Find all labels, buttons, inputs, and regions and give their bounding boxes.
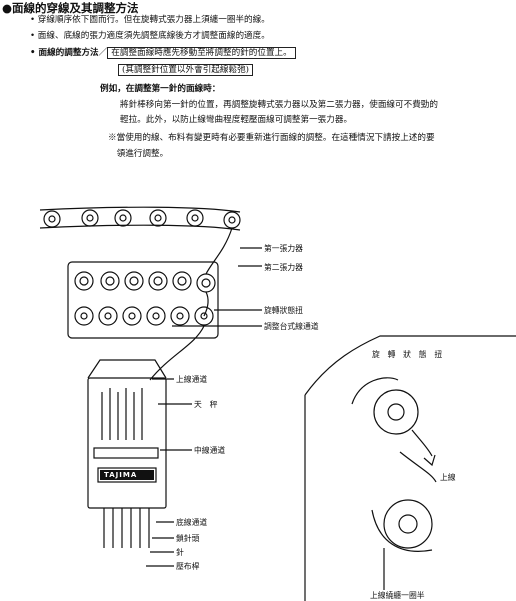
- label-adjust-guide: 調整台式線通道: [264, 322, 319, 331]
- brand-plate: [100, 470, 154, 480]
- needle-bars: [103, 508, 150, 548]
- take-up-levers: [101, 388, 143, 440]
- brand-text: TAJIMA: [104, 471, 138, 479]
- rotary-tensioner-row: [74, 306, 214, 326]
- detail-wind-note: 上線繞纏一圈半: [370, 591, 425, 600]
- remark-line-2: 領進行調整。: [108, 149, 169, 159]
- label-take-up: 天 秤: [194, 400, 218, 409]
- section-title: ●面線的穿線及其調整方法: [2, 1, 139, 15]
- bullet-tension-order: • 面線、底線的張力適度須先調整底線後方才調整面線的適度。: [30, 31, 270, 41]
- top-tensioner-row: [43, 209, 241, 229]
- example-line-2: 輕拉。此外，以防止線彎曲程度輕壓面線可調整第一張力器。: [120, 115, 353, 125]
- remark-line-1: ※當使用的線、布料有變更時有必要重新進行面線的調整。在這種情況下請按上述的要: [108, 133, 435, 143]
- middle-tensioner-row: [74, 271, 216, 293]
- detail-upper-thread: 上線: [440, 473, 456, 482]
- method-label: • 面線的調整方法: [30, 48, 99, 58]
- label-needle-bar: 鎖針頭: [176, 534, 200, 543]
- label-presser: 壓布桿: [176, 562, 200, 571]
- bullet-threading-order: • 穿線順序依下圖而行。但在旋轉式張力器上須纏一圈半的線。: [30, 15, 270, 25]
- label-first-tensioner: 第一張力器: [264, 244, 303, 253]
- label-middle-guide: 中線通道: [194, 446, 226, 455]
- label-rotary-tensioner: 旋轉狀態扭: [264, 306, 303, 315]
- label-bottom-guide: 底線通道: [176, 518, 208, 527]
- label-upper-guide: 上線通道: [176, 375, 208, 384]
- method-note: (其調整針位置以外會引起線鬆弛): [118, 64, 254, 76]
- label-needle: 針: [176, 548, 184, 557]
- method-boxed-text: 在調整面線時應先移動至將調整的針的位置上。: [107, 47, 296, 59]
- example-heading: 例如，在調整第一針的面線時：: [100, 84, 221, 94]
- detail-title: 旋 轉 狀 態 扭: [372, 350, 443, 359]
- example-line-1: 將針棒移向第一針的位置，再調整旋轉式張力器以及第二張力器，使面線可不費勁的: [120, 100, 438, 110]
- method-line: • 面線的調整方法／在調整面線時應先移動至將調整的針的位置上。: [30, 47, 296, 59]
- label-second-tensioner: 第二張力器: [264, 263, 303, 272]
